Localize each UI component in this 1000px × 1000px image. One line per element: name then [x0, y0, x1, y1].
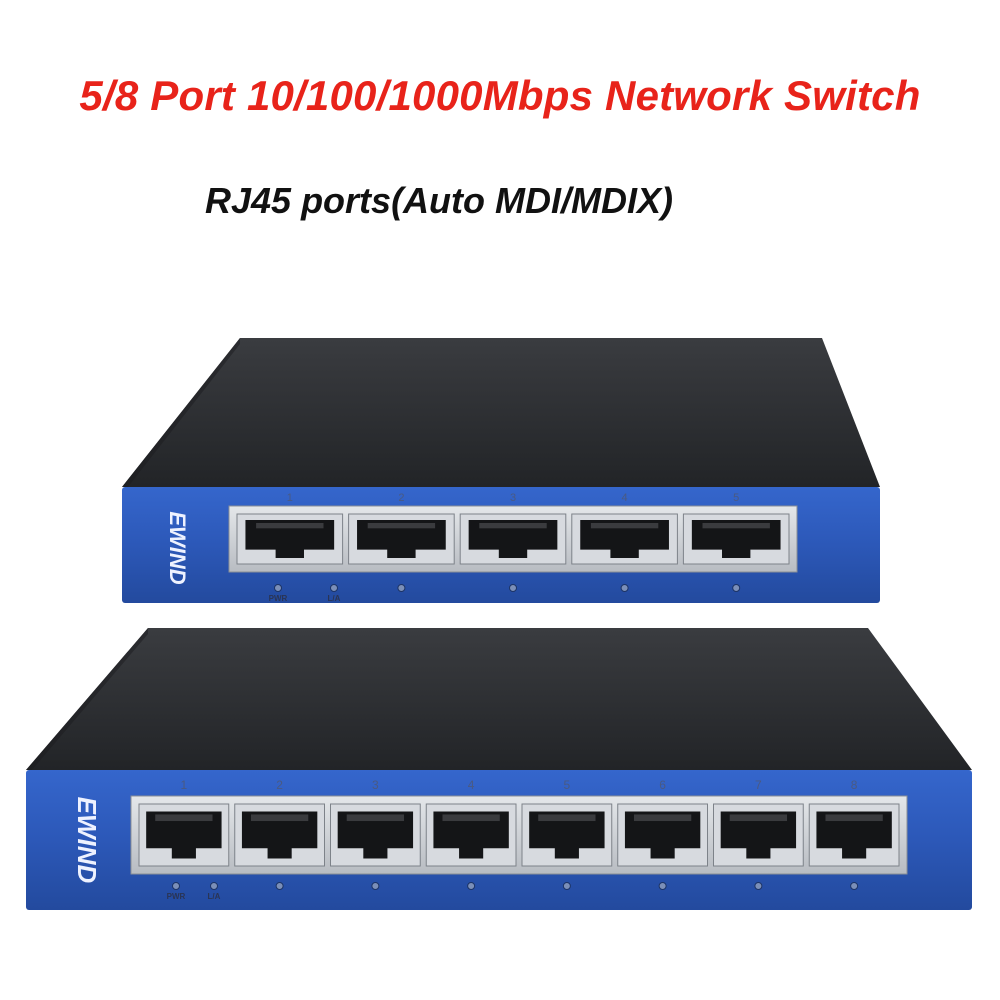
port-number-label: 5: [733, 492, 739, 504]
rj45-port-b-8: [808, 803, 900, 867]
rj45-port-b-4: [425, 803, 517, 867]
rj45-port-b-2: [234, 803, 325, 867]
port-number-label: 1: [181, 778, 188, 792]
switch-5-brand-logo: EWIND: [165, 511, 190, 584]
status-led-icon: [850, 882, 859, 890]
switch-8-port: EWIND 1 2 3 4 5 6 7 8 PWR L/A: [26, 628, 972, 910]
port-number-label: 2: [276, 778, 283, 792]
port-number-label: 8: [851, 778, 858, 792]
status-led-icon: [509, 584, 517, 592]
status-led-icon: [754, 882, 763, 890]
switch-8-pwr-label: PWR: [167, 892, 186, 901]
rj45-port-a-4: [571, 513, 678, 565]
rj45-port-b-5: [521, 803, 613, 867]
port-number-label: 4: [622, 492, 628, 504]
rj45-port-a-5: [682, 513, 790, 565]
switch-5-side: [122, 338, 240, 487]
rj45-port-b-6: [617, 803, 708, 867]
switch-5-port: EWIND 1 2 3 4 5 PWR L/A: [122, 338, 880, 603]
status-led-icon: [467, 882, 476, 890]
status-led-icon: [330, 584, 338, 592]
power-led-icon: [172, 882, 180, 890]
port-number-label: 5: [564, 778, 571, 792]
port-number-label: 4: [468, 778, 475, 792]
rj45-port-b-3: [330, 803, 421, 867]
port-number-label: 3: [510, 492, 516, 504]
status-led-icon: [620, 584, 629, 592]
port-number-label: 1: [287, 492, 293, 504]
status-led-icon: [210, 882, 218, 890]
status-led-icon: [658, 882, 667, 890]
status-led-icon: [397, 584, 406, 592]
rj45-port-b-7: [713, 803, 804, 867]
switch-5-la-label: L/A: [328, 594, 341, 603]
port-number-label: 7: [755, 778, 762, 792]
status-led-icon: [732, 584, 741, 592]
status-led-icon: [371, 882, 380, 890]
switch-5-pwr-label: PWR: [269, 594, 288, 603]
rj45-port-a-1: [236, 513, 344, 565]
port-number-label: 6: [659, 778, 666, 792]
switch-8-brand-logo: EWIND: [72, 797, 102, 884]
status-led-icon: [275, 882, 284, 890]
rj45-port-b-1: [138, 803, 230, 867]
switch-5-top-cover: [122, 338, 880, 487]
switch-8-la-label: L/A: [208, 892, 221, 901]
power-led-icon: [274, 584, 282, 592]
rj45-port-a-3: [459, 513, 567, 565]
port-number-label: 3: [372, 778, 379, 792]
headline: 5/8 Port 10/100/1000Mbps Network Switch: [79, 72, 921, 119]
status-led-icon: [562, 882, 571, 890]
port-number-label: 2: [398, 492, 404, 504]
subheadline: RJ45 ports(Auto MDI/MDIX): [205, 180, 673, 221]
switch-8-side: [26, 628, 148, 770]
rj45-port-a-2: [348, 513, 455, 565]
switch-8-top-cover: [26, 628, 972, 770]
